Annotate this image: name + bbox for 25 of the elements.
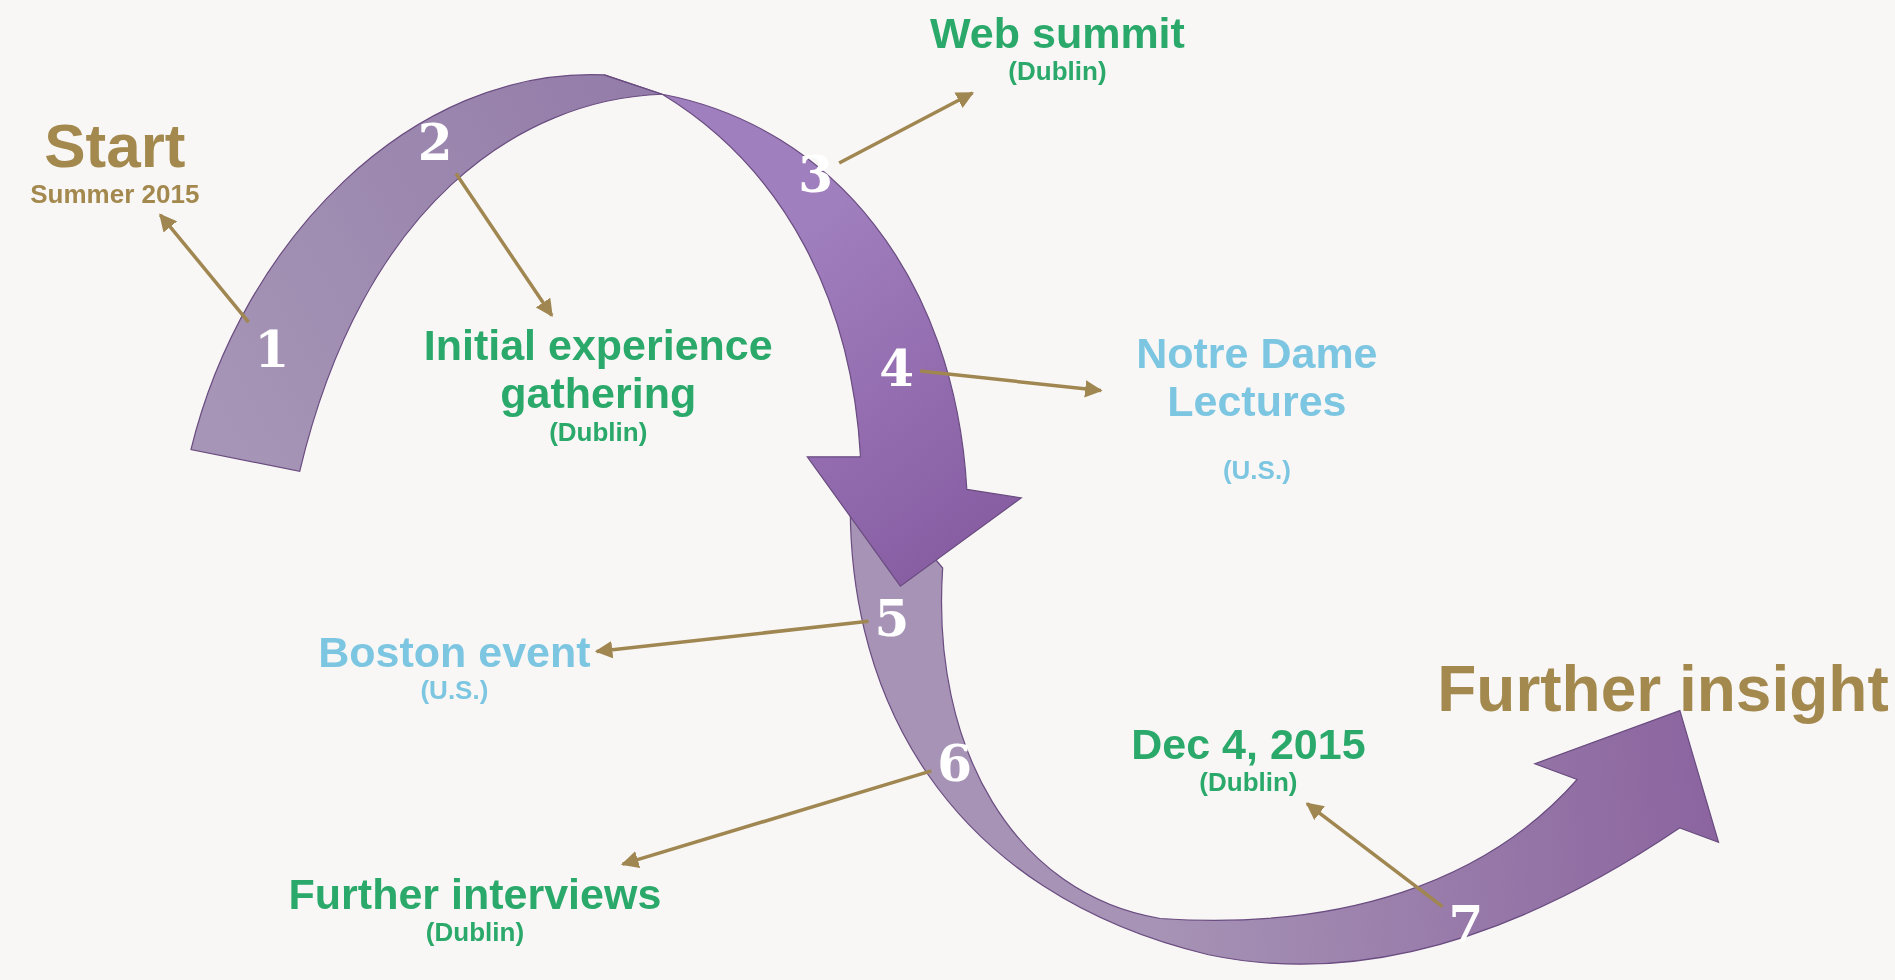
milestone-detail: (Dublin) [1007, 57, 1108, 87]
milestone-detail: (Dublin) [1198, 768, 1299, 798]
milestone-detail: Summer 2015 [30, 179, 200, 209]
milestone-title: Web summit [930, 9, 1185, 58]
step-number: 5 [874, 593, 910, 644]
milestone-title: Initial experience gathering [422, 321, 774, 418]
step-number: 2 [417, 117, 453, 168]
arrow [838, 91, 974, 165]
milestone-detail: (Dublin) [424, 918, 526, 948]
step-number: 1 [254, 325, 290, 376]
milestone-title: Notre Dame Lectures [1135, 329, 1379, 426]
step-number: 4 [879, 343, 915, 394]
arrow [1305, 802, 1444, 909]
arrow [594, 619, 869, 659]
step-number: 7 [1448, 899, 1484, 950]
milestone-detail: (Dublin) [549, 417, 648, 447]
milestone-detail: (U.S.) [419, 676, 490, 706]
milestone-detail: (U.S.) [1221, 455, 1292, 485]
step-number: 6 [937, 738, 973, 789]
milestone-title: Dec 4, 2015 [1131, 720, 1366, 769]
milestone-title: Further interviews [288, 870, 662, 919]
milestone-heading: Further insight [1437, 653, 1889, 725]
milestone-title: Start [43, 110, 187, 180]
step-number: 3 [798, 150, 834, 201]
milestone-title: Boston event [318, 628, 591, 677]
